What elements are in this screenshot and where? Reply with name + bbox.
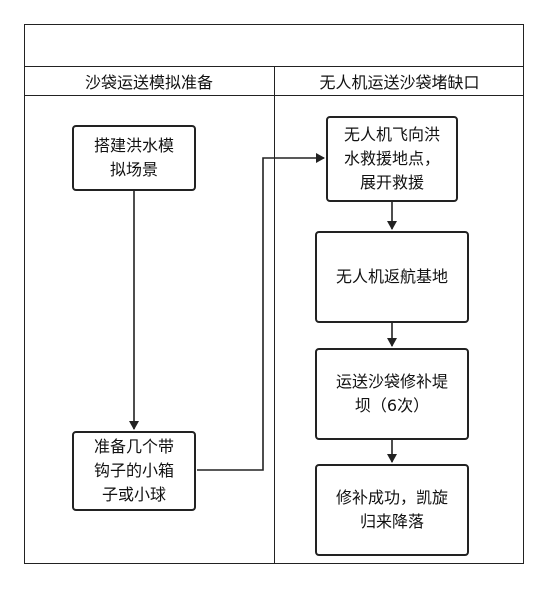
box-build-flood-scene-line-2: 拟场景: [109, 160, 158, 179]
box-prepare-hooks: 准备几个带 钩子的小箱 子或小球: [72, 431, 196, 511]
box-prepare-hooks-line-3: 子或小球: [101, 485, 166, 504]
lane-title-left: 沙袋运送模拟准备: [84, 73, 213, 92]
box-prepare-hooks-line-1: 准备几个带: [93, 437, 174, 456]
box-fly-to-rescue: 无人机飞向洪 水救援地点， 展开救援: [326, 116, 458, 202]
box-return-to-base-line-1: 无人机返航基地: [335, 267, 448, 286]
box-build-flood-scene: 搭建洪水模 拟场景: [72, 125, 196, 191]
arrow-prepare-to-fly: [197, 153, 325, 471]
box-fly-to-rescue-line-3: 展开救援: [359, 173, 424, 192]
box-transport-sandbags: 运送沙袋修补堤 坝（6次）: [315, 348, 469, 440]
box-transport-sandbags-line-1: 运送沙袋修补堤: [335, 372, 448, 391]
box-success-landing-line-1: 修补成功，凯旋: [335, 488, 448, 507]
box-prepare-hooks-line-2: 钩子的小箱: [93, 461, 174, 480]
box-fly-to-rescue-line-1: 无人机飞向洪: [343, 125, 440, 144]
box-success-landing-line-2: 归来降落: [359, 512, 424, 531]
box-build-flood-scene-line-1: 搭建洪水模: [93, 136, 174, 155]
box-return-to-base: 无人机返航基地: [315, 231, 469, 323]
box-fly-to-rescue-line-2: 水救援地点，: [343, 149, 440, 168]
box-success-landing: 修补成功，凯旋 归来降落: [315, 464, 469, 556]
lane-divider: [274, 66, 275, 564]
lane-title-right: 无人机运送沙袋堵缺口: [319, 73, 480, 92]
box-transport-sandbags-line-2: 坝（6次）: [354, 396, 430, 415]
